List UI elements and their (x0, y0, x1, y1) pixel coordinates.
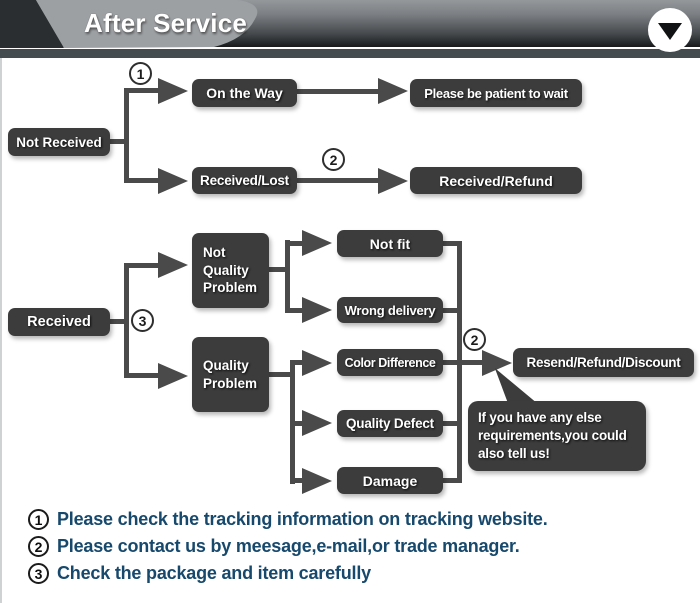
connector-line (110, 139, 127, 144)
flow-box-resend-refund-discount: Resend/Refund/Discount (513, 348, 694, 377)
footnote-text: Please check the tracking information on… (57, 509, 548, 529)
connector-line (290, 478, 307, 483)
connector-line (443, 478, 462, 483)
footnote-text: Check the package and item carefully (57, 563, 371, 583)
connector-line (297, 178, 380, 183)
connector-line (443, 308, 462, 313)
note-badge-1: 1 (28, 509, 49, 530)
flow-box-damage: Damage (337, 467, 443, 494)
flow-box-wrong-delivery: Wrong delivery (337, 297, 443, 323)
flow-box-received: Received (8, 308, 110, 336)
flow-box-quality-problem: Quality Problem (192, 337, 269, 412)
arrowhead-icon (302, 297, 332, 323)
connector-line (290, 360, 307, 365)
arrowhead-icon (158, 78, 188, 104)
footnotes: 1 Please check the tracking information … (28, 509, 548, 584)
connector-line (443, 360, 462, 365)
left-edge-line (0, 58, 2, 603)
connector-line (285, 308, 302, 313)
arrowhead-icon (158, 363, 188, 389)
step-badge-2: 2 (322, 148, 345, 171)
footnote-3: 3 Check the package and item carefully (28, 563, 548, 584)
note-badge-3: 3 (28, 563, 49, 584)
connector-line (124, 178, 162, 183)
note-badge-2: 2 (28, 536, 49, 557)
arrowhead-icon (302, 350, 332, 376)
arrowhead-icon (302, 230, 332, 256)
flow-box-received-refund: Received/Refund (410, 167, 582, 194)
connector-line (443, 421, 462, 426)
footnote-2: 2 Please contact us by meesage,e-mail,or… (28, 536, 548, 557)
footnote-1: 1 Please check the tracking information … (28, 509, 548, 530)
flow-box-please-wait: Please be patient to wait (410, 79, 582, 107)
flow-box-not-received: Not Received (8, 128, 110, 156)
flow-box-quality-defect: Quality Defect (337, 410, 443, 437)
connector-line (124, 88, 129, 183)
arrowhead-icon (378, 168, 408, 194)
arrowhead-icon (158, 168, 188, 194)
connector-line (269, 267, 290, 272)
connector-line (124, 263, 129, 378)
connector-line (269, 372, 292, 377)
footnote-text: Please contact us by meesage,e-mail,or t… (57, 536, 520, 556)
down-arrow-icon (658, 23, 682, 40)
connector-line (457, 360, 485, 365)
connector-line (290, 421, 307, 426)
arrowhead-icon (302, 410, 332, 436)
step-badge-1: 1 (129, 62, 152, 85)
connector-line (443, 241, 462, 246)
step-badge-2: 2 (463, 328, 486, 351)
connector-line (124, 263, 162, 268)
header-swoosh-graphic (0, 0, 258, 48)
connector-line (285, 240, 290, 313)
connector-line (124, 373, 162, 378)
flow-box-on-the-way: On the Way (192, 79, 297, 107)
header-divider-bar (0, 49, 700, 58)
scroll-down-button[interactable] (648, 8, 692, 52)
arrowhead-icon (302, 468, 332, 494)
connector-line (297, 89, 380, 94)
header-banner: After Service (0, 0, 700, 48)
connector-line (110, 319, 126, 324)
flow-box-color-difference: Color Difference (337, 349, 443, 376)
arrowhead-icon (158, 252, 188, 278)
flow-box-received-lost: Received/Lost (192, 167, 297, 194)
flow-box-not-quality-problem: Not Quality Problem (192, 233, 269, 308)
page-title: After Service (84, 8, 248, 38)
flow-box-not-fit: Not fit (337, 230, 443, 257)
connector-line (285, 241, 302, 246)
connector-line (124, 88, 162, 93)
step-badge-3: 3 (131, 309, 154, 332)
speech-bubble-note: If you have any else requirements,you co… (468, 401, 646, 471)
arrowhead-icon (378, 78, 408, 104)
